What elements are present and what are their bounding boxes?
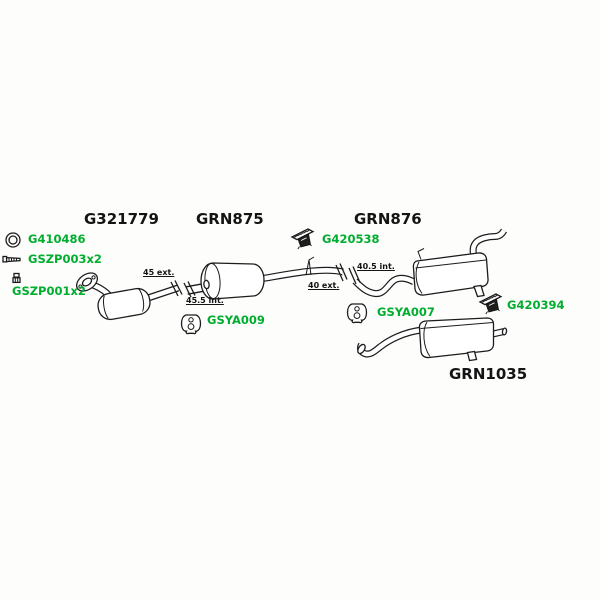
part-link-gszp001x2[interactable]: GSZP001x2 xyxy=(12,284,86,298)
mounting-bracket-icon-g420394 xyxy=(479,293,502,315)
dimension-45-ext: 45 ext. xyxy=(143,268,175,277)
nut-icon xyxy=(12,272,21,284)
flange xyxy=(75,272,99,292)
part-link-g420538[interactable]: G420538 xyxy=(322,232,380,246)
bolt-icon xyxy=(2,255,21,263)
part-link-gsya007[interactable]: GSYA007 xyxy=(377,305,435,319)
dimension-40-ext: 40 ext. xyxy=(308,281,340,290)
assembly-label-grn876: GRN876 xyxy=(354,210,422,228)
part-link-g410486[interactable]: G410486 xyxy=(28,232,86,246)
rear-section-drawing xyxy=(348,228,508,298)
part-link-gsya009[interactable]: GSYA009 xyxy=(207,313,265,327)
rear-silencer-1035-drawing xyxy=(357,317,508,362)
gasket-ring-icon xyxy=(5,232,21,248)
assembly-label-grn1035: GRN1035 xyxy=(449,365,528,383)
mounting-bracket-icon-g420538 xyxy=(291,228,314,250)
catalytic-converter-drawing xyxy=(75,272,183,321)
dimension-45-5-int: 45.5 int. xyxy=(186,296,224,305)
part-link-g420394[interactable]: G420394 xyxy=(507,298,565,312)
rubber-hanger-icon-gsya007 xyxy=(346,303,368,324)
assembly-label-g321779: G321779 xyxy=(84,210,159,228)
rubber-hanger-icon-gsya009 xyxy=(180,314,202,335)
mid-silencer-drawing xyxy=(183,256,348,300)
assembly-label-grn875: GRN875 xyxy=(196,210,264,228)
dimension-40-5-int: 40.5 int. xyxy=(357,262,395,271)
part-link-gszp003x2[interactable]: GSZP003x2 xyxy=(28,252,102,266)
